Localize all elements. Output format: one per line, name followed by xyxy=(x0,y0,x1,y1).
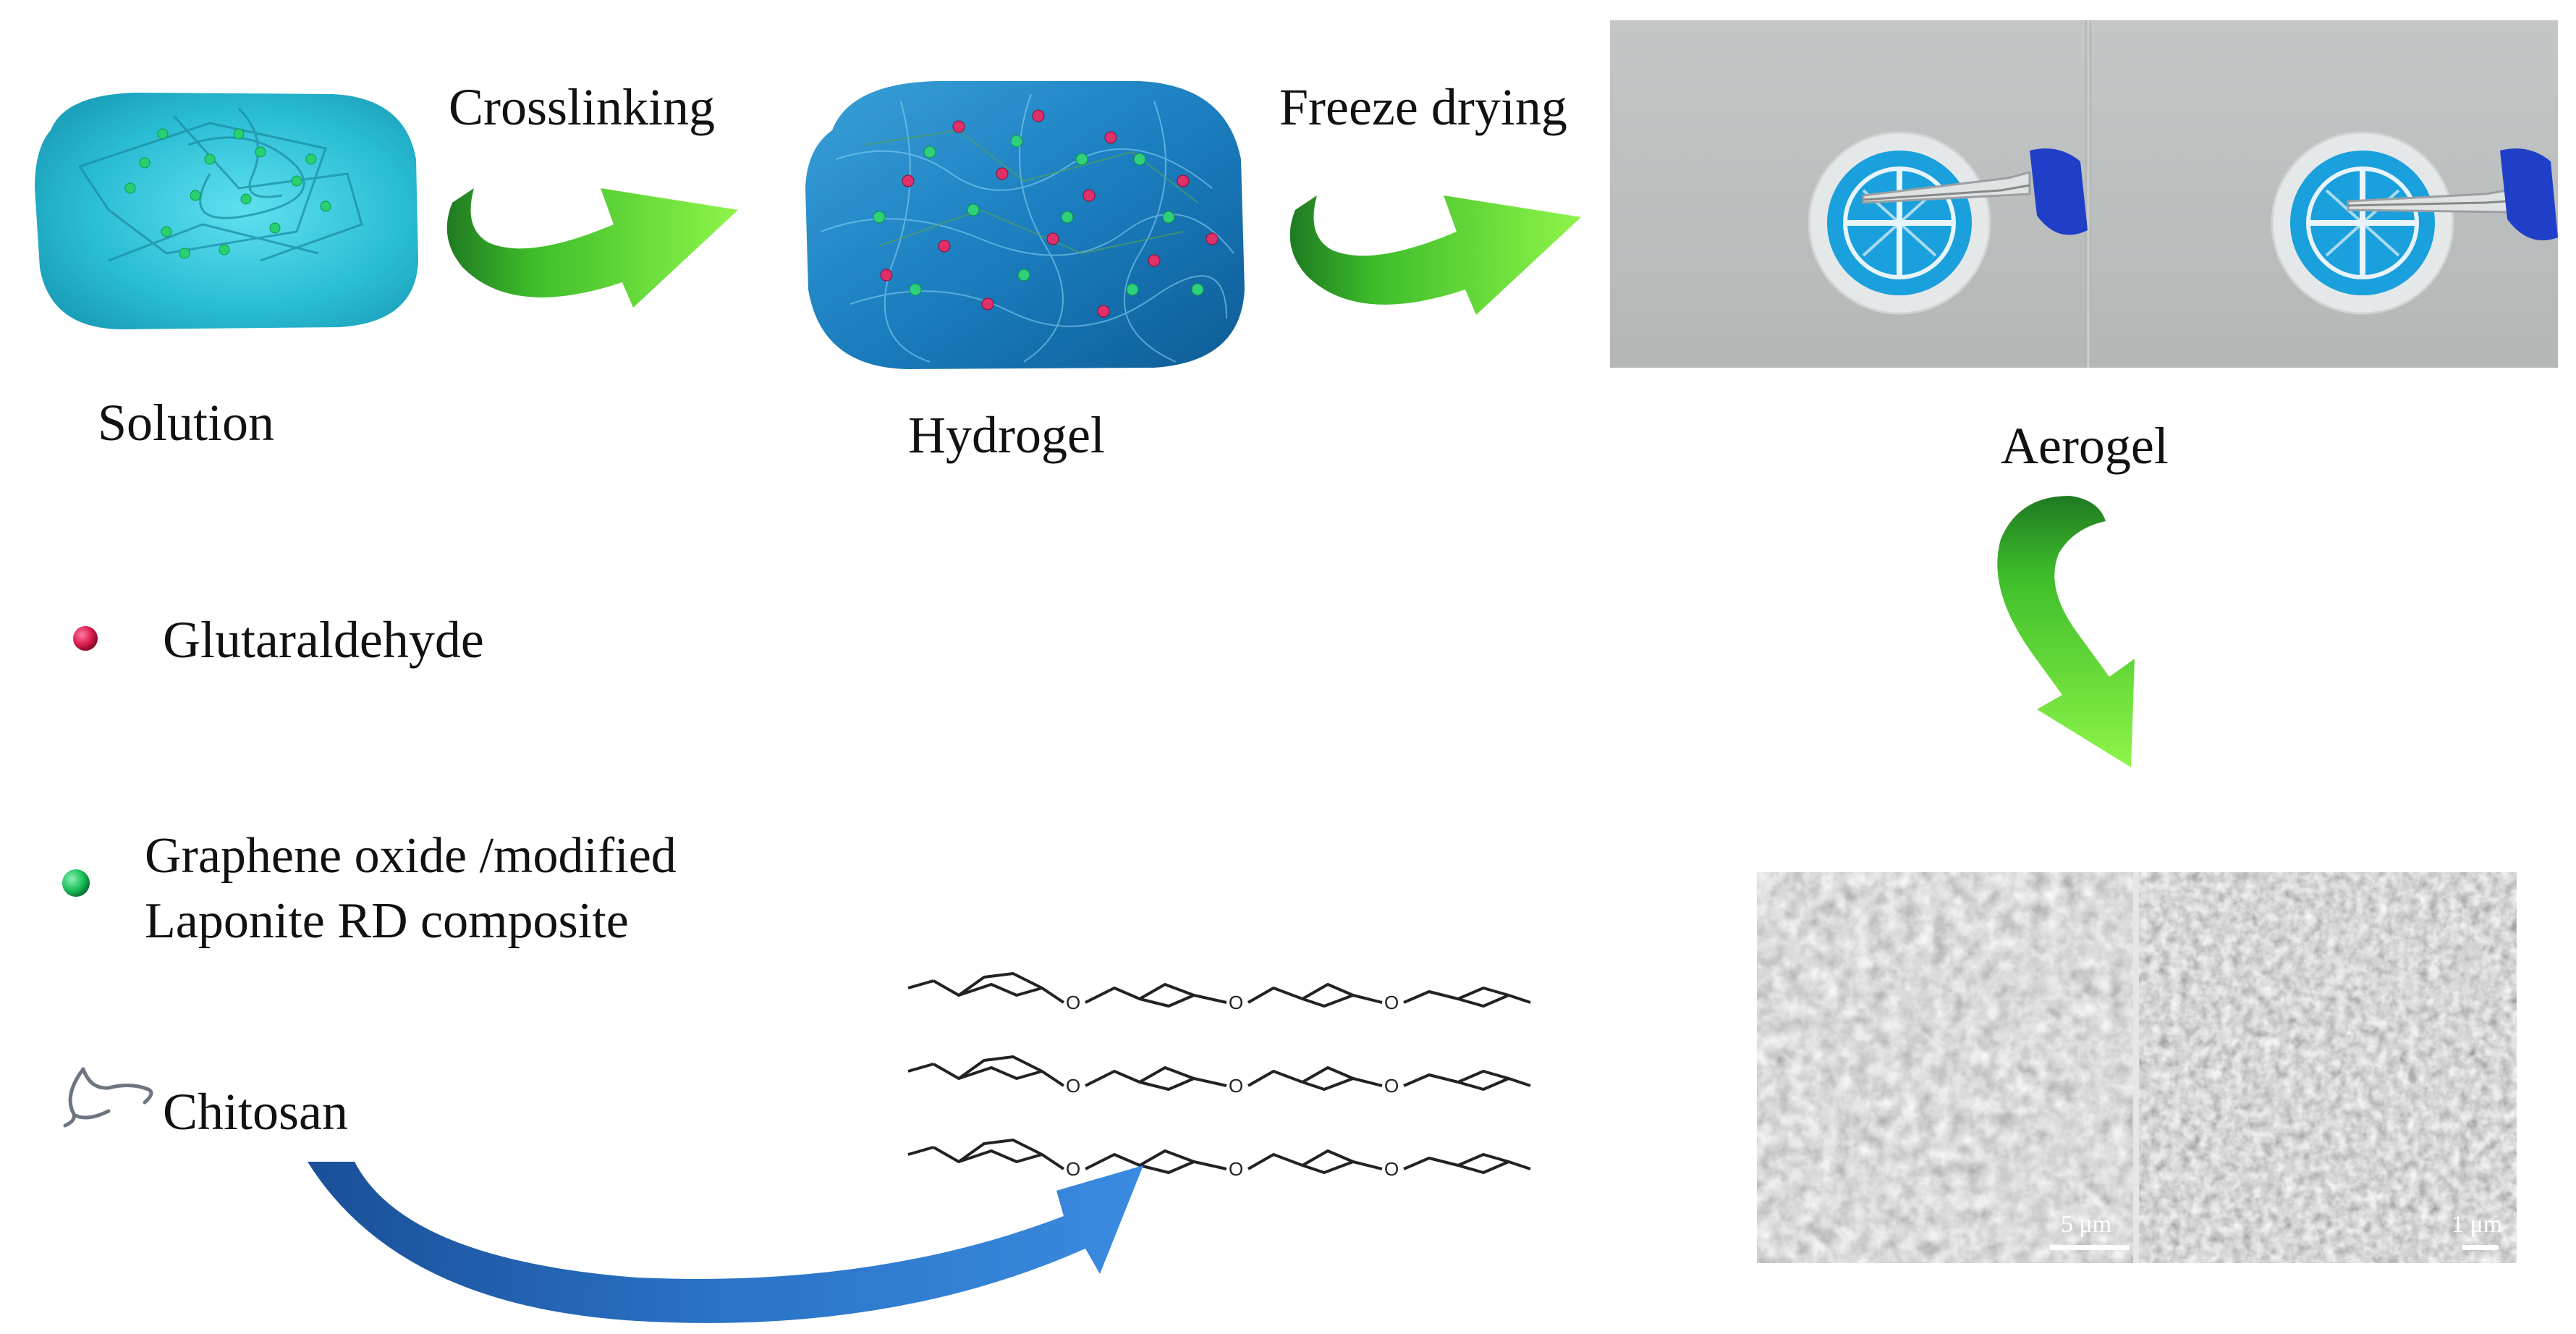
state-label-aerogel: Aerogel xyxy=(2001,417,2169,475)
oxygen-label: O xyxy=(1229,1158,1243,1180)
logo-with-tweezers-right xyxy=(2271,131,2558,315)
hydrogel-block xyxy=(805,81,1245,369)
aerogel-photo xyxy=(1610,20,2558,368)
sem-scale-label-left: 5 μm xyxy=(2061,1211,2112,1238)
arrow-crosslinking xyxy=(446,188,738,308)
oxygen-label: O xyxy=(1229,992,1243,1013)
oxygen-label: O xyxy=(1066,1158,1080,1180)
photo-divider xyxy=(2085,20,2091,368)
oxygen-label: O xyxy=(1066,1075,1080,1097)
state-label-hydrogel: Hydrogel xyxy=(908,406,1105,464)
sem-scalebar-right xyxy=(2462,1245,2499,1250)
step-label-freeze-drying: Freeze drying xyxy=(1279,78,1567,136)
legend-chitosan: Chitosan xyxy=(163,1083,349,1141)
sem-images: 5 μm 1 μm xyxy=(1757,872,2517,1263)
legend-composite: Graphene oxide /modified Laponite RD com… xyxy=(145,824,677,953)
chitosan-icon xyxy=(63,1067,153,1128)
legend-composite-line1: Graphene oxide /modified xyxy=(145,828,677,884)
step-label-crosslinking: Crosslinking xyxy=(449,78,716,136)
oxygen-label: O xyxy=(1384,1075,1399,1097)
arrow-freeze-drying xyxy=(1289,195,1581,315)
glutaraldehyde-icon xyxy=(73,626,98,651)
legend-glutaraldehyde: Glutaraldehyde xyxy=(163,611,484,669)
arrow-to-sem xyxy=(1997,496,2135,767)
oxygen-label: O xyxy=(1066,992,1080,1013)
chitosan-layered-structure: O O O O O O O O O xyxy=(907,972,1532,1180)
state-label-solution: Solution xyxy=(98,394,275,452)
sem-scale-label-right: 1 μm xyxy=(2452,1211,2503,1238)
oxygen-label: O xyxy=(1229,1075,1243,1097)
logo-with-tweezers-left xyxy=(1808,131,2088,315)
solution-block xyxy=(35,93,418,329)
arrow-chitosan-structure xyxy=(308,1162,1143,1323)
sem-texture xyxy=(1757,872,2517,1263)
sem-scalebar-left xyxy=(2050,1245,2130,1250)
composite-icon xyxy=(62,869,90,897)
oxygen-label: O xyxy=(1384,1158,1399,1180)
oxygen-label: O xyxy=(1384,992,1399,1013)
legend-composite-line2: Laponite RD composite xyxy=(145,892,629,949)
